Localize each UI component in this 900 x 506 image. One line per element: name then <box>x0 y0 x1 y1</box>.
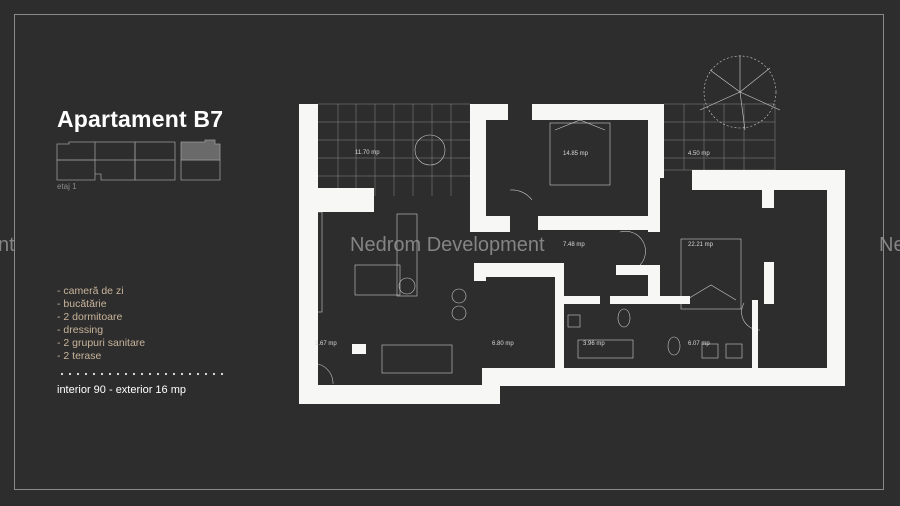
watermark: Nedrom Development <box>350 234 545 256</box>
feature-item: - bucătărie <box>57 298 107 310</box>
area-summary: interior 90 - exterior 16 mp <box>57 384 186 396</box>
feature-item: - cameră de zi <box>57 285 124 297</box>
feature-item: - 2 grupuri sanitare <box>57 337 146 349</box>
page-frame <box>14 14 884 490</box>
room-area-entry: 2.67 mp <box>315 341 337 347</box>
watermark-left: nt <box>0 234 15 256</box>
room-labels: 11.70 mp 14.85 mp 4.50 mp 7.48 mp 22.21 … <box>315 150 714 347</box>
room-area-bathroom-1: 3.96 mp <box>583 341 605 347</box>
watermark-right: Ne <box>879 234 900 256</box>
room-area-bathroom-2: 6.07 mp <box>688 341 710 347</box>
terrace-grid <box>318 103 776 196</box>
tree-icon <box>699 55 781 131</box>
feature-item: - 2 terase <box>57 350 102 362</box>
feature-item: - 2 dormitoare <box>57 311 123 323</box>
room-area-bedroom-2: 22.21 mp <box>688 242 714 248</box>
room-area-hall: 7.48 mp <box>563 242 585 248</box>
feature-item: - dressing <box>57 324 104 336</box>
floor-label: etaj 1 <box>57 182 77 191</box>
features-list: - cameră de zi - bucătărie - 2 dormitoar… <box>57 285 145 363</box>
page-title: Apartament B7 <box>57 106 224 132</box>
highlighted-unit <box>180 139 221 161</box>
room-area-bedroom-1: 14.85 mp <box>563 151 589 157</box>
room-area-terrace-1: 11.70 mp <box>355 150 380 156</box>
building-minimap <box>56 139 221 181</box>
dotted-divider <box>58 372 228 376</box>
room-area-kitchen: 6.80 mp <box>492 341 514 347</box>
walls <box>299 104 845 404</box>
room-area-terrace-2: 4.50 mp <box>688 151 710 157</box>
